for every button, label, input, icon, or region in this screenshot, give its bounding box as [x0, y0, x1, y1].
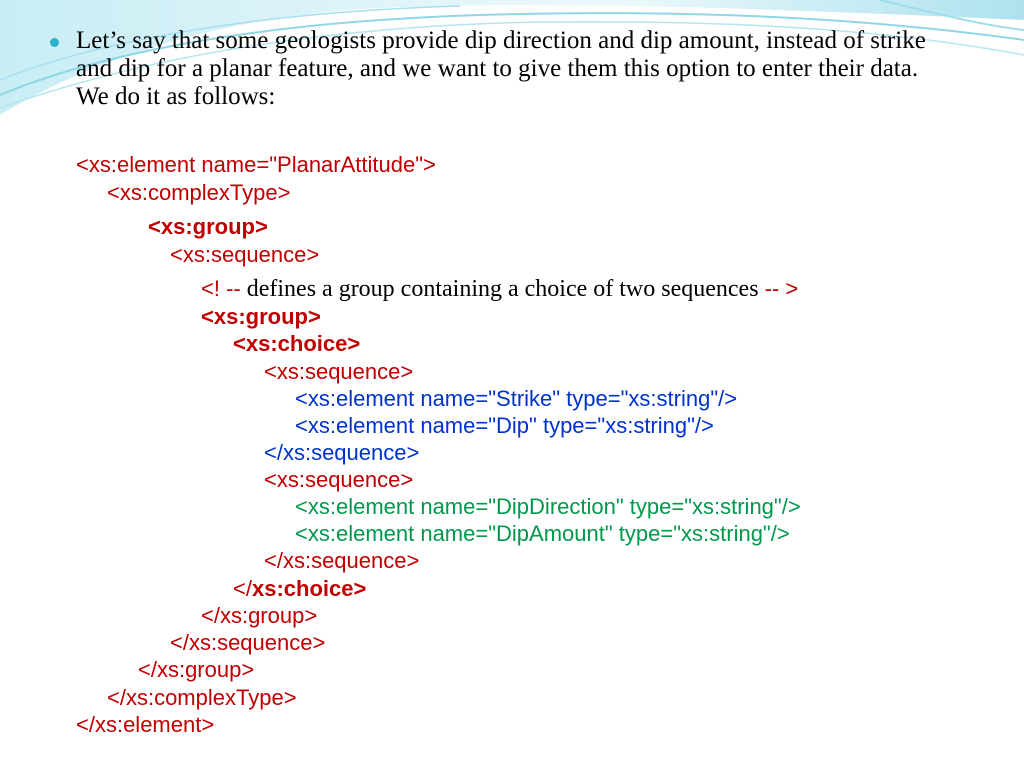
choice-close-name: xs:choice>: [251, 576, 367, 601]
bullet-paragraph: Let’s say that some geologists provide d…: [50, 27, 950, 111]
code-line-4: <xs:sequence>: [170, 242, 320, 267]
comment-open: <! --: [201, 276, 241, 301]
comment-close: -- >: [764, 276, 799, 301]
code-line-comment: <! -- defines a group containing a choic…: [201, 276, 798, 302]
code-line-3: <xs:group>: [148, 214, 268, 239]
code-line-1: <xs:element name="PlanarAttitude">: [76, 152, 436, 177]
code-line-13: <xs:element name="DipDirection" type="xs…: [295, 494, 801, 519]
code-line-10: <xs:element name="Dip" type="xs:string"/…: [295, 413, 714, 438]
choice-close-lt: </: [233, 576, 252, 601]
code-line-16: </xs:choice>: [233, 576, 366, 602]
code-line-20: </xs:complexType>: [107, 685, 297, 710]
code-line-7: <xs:choice>: [233, 331, 361, 356]
code-line-14: <xs:element name="DipAmount" type="xs:st…: [295, 521, 790, 546]
bullet-text: Let’s say that some geologists provide d…: [76, 27, 926, 110]
code-line-8: <xs:sequence>: [264, 359, 414, 384]
comment-text: defines a group containing a choice of t…: [240, 276, 765, 302]
code-line-17: </xs:group>: [201, 603, 318, 628]
code-line-15: </xs:sequence>: [264, 548, 420, 573]
code-line-12: <xs:sequence>: [264, 467, 414, 492]
code-line-2: <xs:complexType>: [107, 180, 291, 205]
code-line-11: </xs:sequence>: [264, 440, 420, 465]
code-line-9: <xs:element name="Strike" type="xs:strin…: [295, 386, 738, 411]
bullet-icon: [50, 38, 59, 47]
code-line-19: </xs:group>: [138, 657, 255, 682]
header-wave-decoration: [0, 0, 1024, 115]
code-line-21: </xs:element>: [76, 712, 215, 737]
code-line-6: <xs:group>: [201, 304, 321, 329]
code-line-18: </xs:sequence>: [170, 630, 326, 655]
